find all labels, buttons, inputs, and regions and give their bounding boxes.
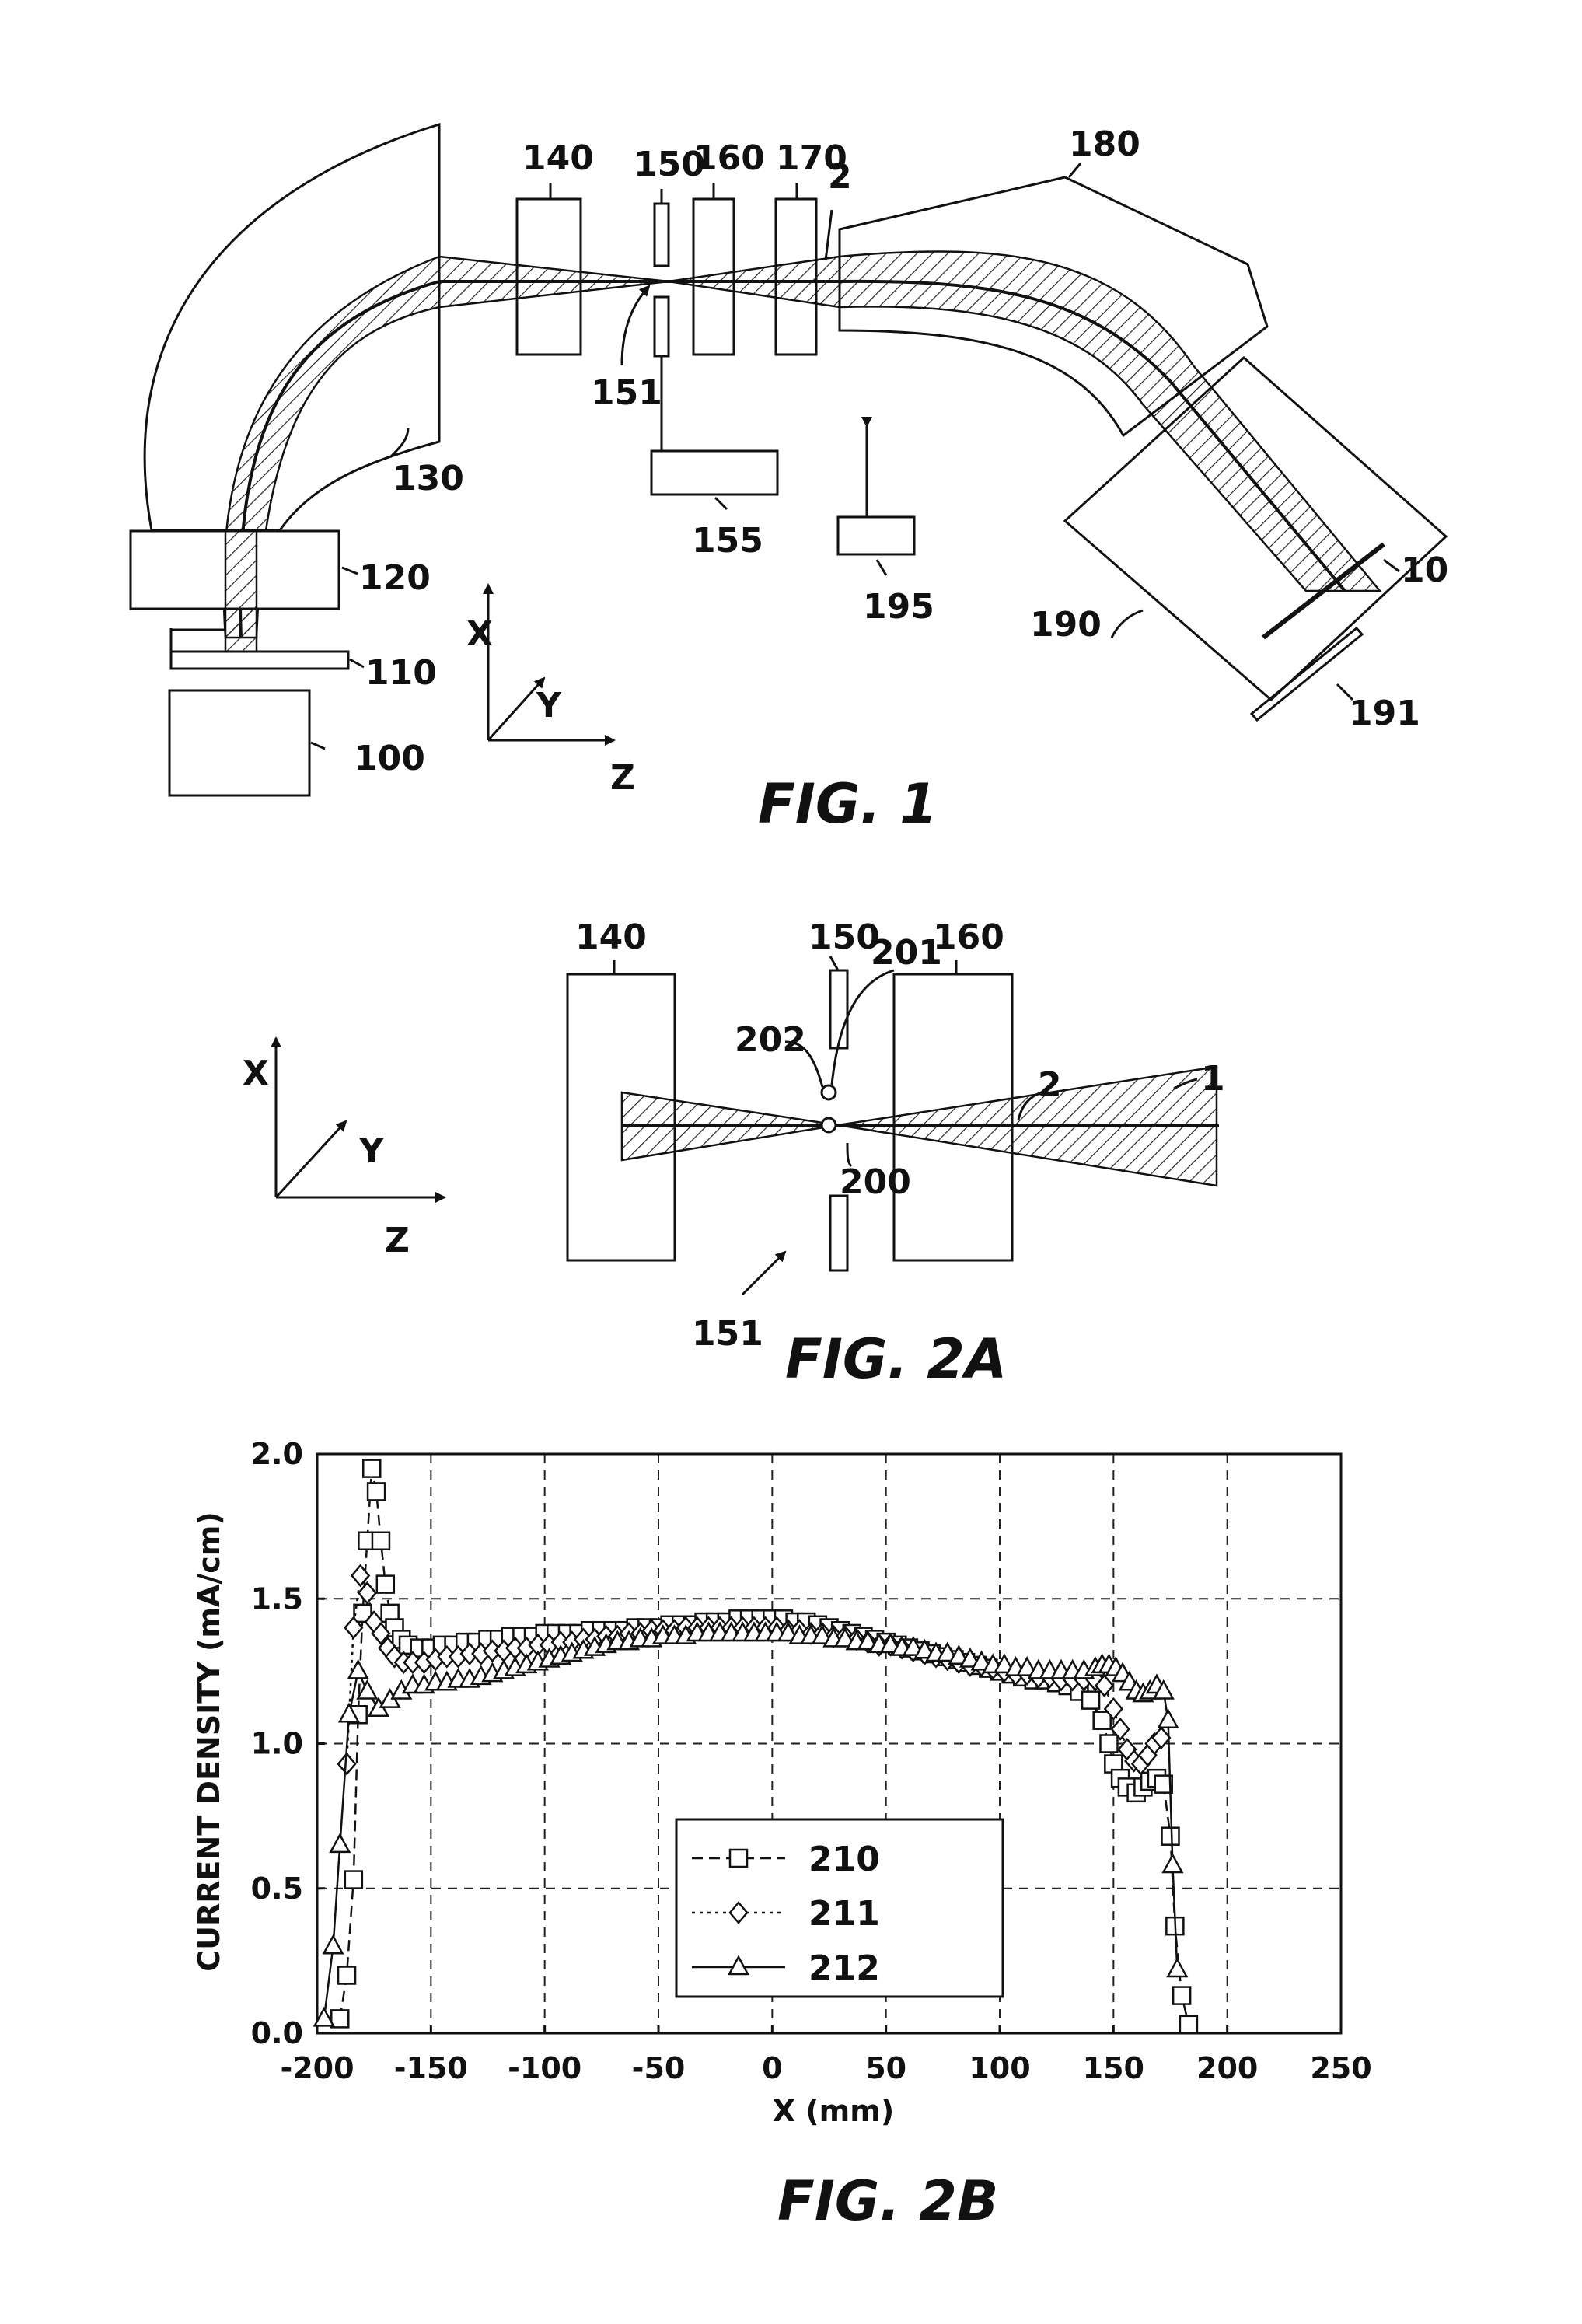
data-point-210: [338, 1967, 355, 1984]
x-tick-label: 150: [1083, 2051, 1144, 2085]
label-2: 2: [828, 157, 852, 197]
slit-upper-150-2a: [830, 970, 847, 1048]
label-160-2a: 160: [933, 917, 1004, 957]
chart-y-ticks: 0.0 0.5 1.0 1.5 2.0: [251, 1437, 325, 2050]
figure-2a: [276, 956, 1219, 1295]
electrode-110: [171, 652, 348, 669]
data-point-210: [1082, 1692, 1099, 1709]
label-151: 151: [591, 373, 662, 413]
figure-1: [131, 124, 1446, 795]
label-110: 110: [365, 653, 437, 693]
controller-155: [651, 451, 777, 495]
label-140-2a: 140: [575, 917, 647, 957]
resolving-slit-upper-150: [655, 204, 669, 266]
data-point-210: [1173, 1987, 1190, 2004]
data-point-210: [368, 1483, 385, 1500]
y-tick-label: 0.0: [251, 2016, 303, 2050]
slit-lower-150-2a: [830, 1196, 847, 1270]
legend-label-212: 212: [808, 1948, 880, 1988]
x-tick-label: 250: [1310, 2051, 1371, 2085]
axis-y-label-fig2a: Y: [358, 1131, 385, 1171]
y-tick-label: 0.5: [251, 1871, 303, 1906]
data-point-212: [1159, 1711, 1178, 1728]
label-1: 1: [1201, 1059, 1225, 1099]
label-202: 202: [735, 1020, 806, 1060]
x-tick-label: -100: [508, 2051, 581, 2085]
x-tick-label: -50: [632, 2051, 686, 2085]
label-180: 180: [1069, 124, 1140, 164]
label-191: 191: [1349, 694, 1420, 733]
label-190: 190: [1030, 605, 1102, 645]
chart-x-ticks: -200 -150 -100 -50 0 50 100 150 200 250: [280, 2025, 1371, 2085]
axis-x-label-fig1: X: [466, 614, 493, 654]
data-point-210: [1162, 1828, 1179, 1845]
legend-label-210: 210: [808, 1840, 880, 1879]
data-point-210: [377, 1576, 394, 1593]
component-140: [517, 199, 581, 355]
x-tick-label: 50: [865, 2051, 906, 2085]
axis-x-label-fig2a: X: [243, 1054, 269, 1093]
data-point-210: [1094, 1712, 1111, 1729]
component-191: [1252, 628, 1362, 720]
data-point-212: [323, 1936, 342, 1953]
label-160: 160: [693, 138, 765, 178]
label-120: 120: [359, 558, 431, 598]
label-201: 201: [871, 933, 942, 973]
data-point-210: [1100, 1735, 1117, 1753]
x-tick-label: 200: [1196, 2051, 1258, 2085]
caption-fig1: FIG. 1: [758, 772, 938, 836]
x-tick-label: -150: [394, 2051, 468, 2085]
figure-2b-chart: -200 -150 -100 -50 0 50 100 150 200 250 0.0 0.5 1.0…: [192, 1437, 1372, 2233]
point-200: [822, 1118, 836, 1132]
data-point-212: [1163, 1855, 1182, 1872]
data-point-212: [1168, 1959, 1186, 1976]
axis-y-label-fig1: Y: [536, 686, 562, 725]
x-tick-label: 100: [969, 2051, 1030, 2085]
component-160: [693, 199, 734, 355]
label-155: 155: [692, 521, 763, 561]
label-200: 200: [840, 1162, 911, 1202]
label-10: 10: [1401, 550, 1448, 590]
ion-source-100: [169, 690, 309, 795]
y-tick-label: 1.0: [251, 1727, 303, 1761]
data-point-210: [331, 2010, 348, 2027]
chart-x-axis-label: X (mm): [773, 2094, 894, 2128]
chart-y-axis-label: CURRENT DENSITY (mA/cm): [192, 1511, 226, 1971]
label-2-2a: 2: [1038, 1065, 1062, 1105]
label-195: 195: [863, 587, 934, 627]
x-tick-label: -200: [280, 2051, 354, 2085]
axis-z-label-fig1: Z: [610, 758, 635, 798]
label-140: 140: [522, 138, 594, 178]
point-201: [822, 1085, 836, 1099]
y-tick-label: 1.5: [251, 1581, 303, 1616]
beam-column-120: [225, 531, 257, 655]
label-150-2a: 150: [808, 917, 880, 957]
legend-marker-210: [730, 1850, 747, 1867]
axis-z-label-fig2a: Z: [385, 1221, 410, 1260]
data-point-210: [363, 1460, 380, 1477]
actuator-195: [838, 517, 914, 554]
legend-label-211: 211: [808, 1894, 880, 1934]
caption-fig2a: FIG. 2A: [785, 1327, 1007, 1391]
data-point-210: [372, 1532, 389, 1550]
resolving-slit-lower-150: [655, 297, 669, 356]
x-tick-label: 0: [762, 2051, 782, 2085]
axes-fig2a: [276, 1038, 445, 1197]
chart-legend: 210 211 212: [676, 1819, 1003, 1997]
component-170: [776, 199, 816, 355]
data-point-212: [358, 1681, 376, 1698]
label-151-2a: 151: [692, 1314, 763, 1354]
caption-fig2b: FIG. 2B: [777, 2169, 998, 2233]
data-point-210: [345, 1871, 362, 1889]
data-point-212: [330, 1835, 349, 1852]
data-point-210: [1180, 2016, 1197, 2033]
y-tick-label: 2.0: [251, 1437, 303, 1471]
label-100: 100: [354, 739, 425, 778]
label-130: 130: [393, 459, 464, 498]
